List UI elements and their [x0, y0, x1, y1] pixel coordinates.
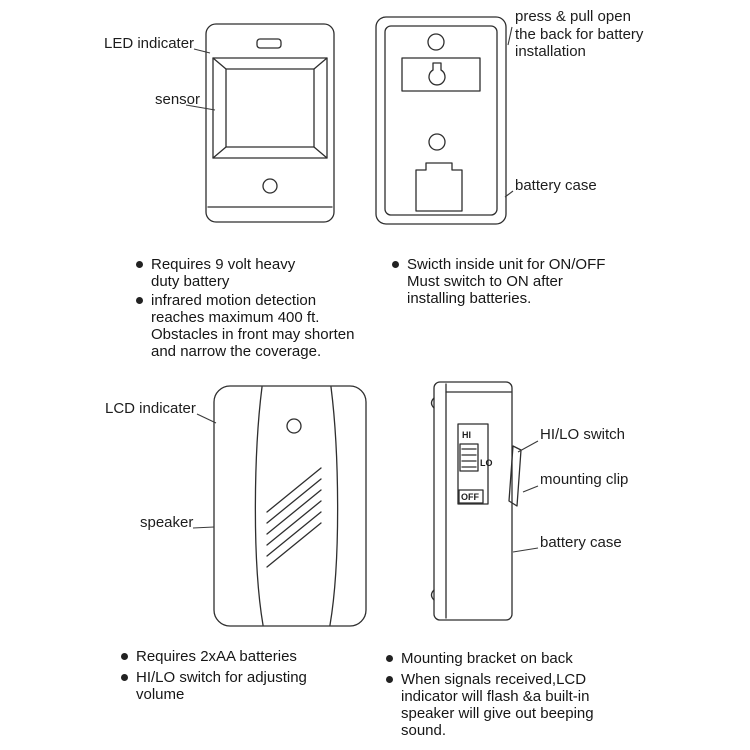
keyhole-shape	[428, 62, 446, 86]
sensor-label: sensor	[155, 91, 201, 108]
hilo-switch-label: HI/LO switch	[540, 426, 626, 443]
receiver-side-drawing: HI LO OFF	[430, 381, 522, 621]
receiver-notes-right: Mounting bracket on back When signals re…	[386, 650, 671, 739]
led-indicator-label: LED indicater	[104, 35, 195, 52]
note-text: Swicth inside unit for ON/OFF Must switc…	[407, 256, 606, 307]
note-item: HI/LO switch for adjusting volume	[121, 669, 391, 703]
note-text: Requires 9 volt heavy duty battery	[151, 256, 296, 290]
battery-case-label-bottom: battery case	[540, 534, 622, 551]
led-indicator-shape	[256, 38, 282, 49]
hanging-hole-shape	[427, 33, 445, 51]
transmitter-button-shape	[262, 178, 278, 194]
speaker-grille-shape	[266, 467, 322, 568]
transmitter-notes-right: Swicth inside unit for ON/OFF Must switc…	[392, 256, 662, 307]
bullet-dot-icon	[121, 674, 128, 681]
bullet-dot-icon	[392, 261, 399, 268]
lcd-indicator-label: LCD indicater	[105, 400, 196, 417]
note-item: Mounting bracket on back	[386, 650, 671, 667]
note-text: HI/LO switch for adjusting volume	[136, 669, 307, 703]
transmitter-notes-left: Requires 9 volt heavy duty battery infra…	[136, 256, 394, 360]
hilo-switch-shape: HI LO OFF	[457, 423, 493, 505]
speaker-label: speaker	[140, 514, 194, 531]
note-text: When signals received,LCD indicator will…	[401, 671, 594, 739]
note-text: Requires 2xAA batteries	[136, 648, 297, 665]
note-text: infrared motion detection reaches maximu…	[151, 292, 355, 360]
note-item: Requires 2xAA batteries	[121, 648, 391, 665]
sensor-window-outer	[212, 57, 328, 159]
note-item: infrared motion detection reaches maximu…	[136, 292, 394, 360]
keyhole-plate-shape	[401, 57, 481, 92]
switch-off-label: OFF	[461, 492, 479, 502]
receiver-notes-left: Requires 2xAA batteries HI/LO switch for…	[121, 648, 391, 703]
transmitter-front-drawing	[205, 23, 335, 223]
bullet-dot-icon	[136, 297, 143, 304]
note-item: When signals received,LCD indicator will…	[386, 671, 671, 739]
mounting-clip-shape	[508, 445, 522, 507]
note-text: Mounting bracket on back	[401, 650, 573, 667]
note-item: Swicth inside unit for ON/OFF Must switc…	[392, 256, 662, 307]
note-item: Requires 9 volt heavy duty battery	[136, 256, 394, 290]
switch-lo-label: LO	[480, 458, 493, 468]
bullet-dot-icon	[136, 261, 143, 268]
mounting-clip-label: mounting clip	[540, 471, 629, 488]
transmitter-back-drawing	[375, 16, 507, 225]
sensor-window-inner	[225, 68, 315, 148]
bullet-dot-icon	[386, 655, 393, 662]
battery-case-label-top: battery case	[515, 177, 597, 194]
bullet-dot-icon	[386, 676, 393, 683]
switch-knob-shape	[459, 443, 479, 472]
lcd-indicator-shape	[286, 418, 302, 434]
switch-hi-label: HI	[462, 430, 471, 440]
press-pull-note: press & pull open the back for battery i…	[515, 8, 644, 61]
battery-case-shape	[415, 162, 463, 212]
receiver-front-drawing	[213, 385, 367, 627]
bullet-dot-icon	[121, 653, 128, 660]
leader-lines	[185, 26, 539, 553]
